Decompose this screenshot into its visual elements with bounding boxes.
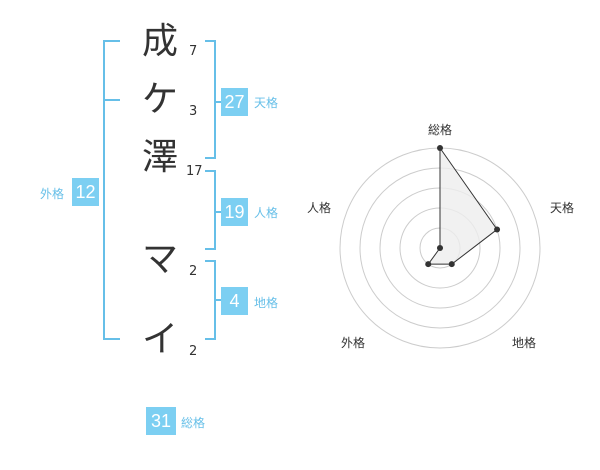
radar-value-polygon (427, 146, 498, 265)
jinkaku-label: 人格 (254, 206, 279, 220)
tenkaku-label: 天格 (254, 96, 279, 110)
soukaku-label: 総格 (181, 416, 206, 430)
chikaku-bracket-bottom (205, 338, 216, 340)
radar-axis-tenkaku-label: 天格 (549, 201, 574, 215)
name-char-5: イ (141, 319, 178, 360)
radar-axis-chikaku-label: 地格 (511, 336, 536, 350)
stroke-count-4: 2 (189, 264, 198, 279)
stroke-count-2: 3 (189, 104, 198, 119)
tenkaku-bracket-bottom (205, 157, 216, 159)
name-char-3: 澤 (141, 137, 178, 178)
stroke-count-3: 17 (186, 164, 203, 179)
gaikaku-bracket-top (103, 40, 120, 42)
radar-point-5 (437, 245, 443, 251)
name-char-2: ケ (141, 79, 178, 120)
stroke-count-5: 2 (189, 344, 198, 359)
tenkaku-bracket-top (205, 40, 216, 42)
tenkaku-value-badge: 27 (221, 88, 248, 116)
gaikaku-bracket-vertical (103, 40, 105, 340)
radar-point-2 (494, 226, 501, 233)
chikaku-bracket-top (205, 260, 216, 262)
name-char-1: 成 (141, 21, 178, 62)
name-char-4: マ (141, 239, 178, 280)
stroke-count-1: 7 (189, 44, 198, 59)
gaikaku-bracket-tick (103, 99, 120, 101)
radar-point-1 (437, 145, 443, 151)
soukaku-value-badge: 31 (146, 407, 176, 435)
gaikaku-value-badge: 12 (72, 178, 99, 206)
radar-axis-soukaku-label: 総格 (427, 123, 452, 137)
jinkaku-bracket-bottom (205, 248, 216, 250)
radar-point-3 (448, 261, 455, 268)
gaikaku-bracket-bottom (103, 338, 120, 340)
jinkaku-bracket-vertical (214, 170, 216, 250)
chikaku-value-badge: 4 (221, 287, 248, 315)
radar-axis-jinkaku-label: 人格 (306, 201, 331, 215)
tenkaku-bracket-vertical (214, 40, 216, 159)
chikaku-label: 地格 (254, 296, 279, 310)
radar-point-4 (425, 261, 432, 268)
jinkaku-value-badge: 19 (221, 198, 248, 226)
gaikaku-label: 外格 (40, 187, 65, 201)
tenkaku-bracket-connector (214, 101, 222, 103)
jinkaku-bracket-top (205, 170, 216, 172)
jinkaku-bracket-connector (214, 211, 222, 213)
radar-axis-gaikaku-label: 外格 (340, 336, 365, 350)
chikaku-bracket-connector (214, 299, 222, 301)
